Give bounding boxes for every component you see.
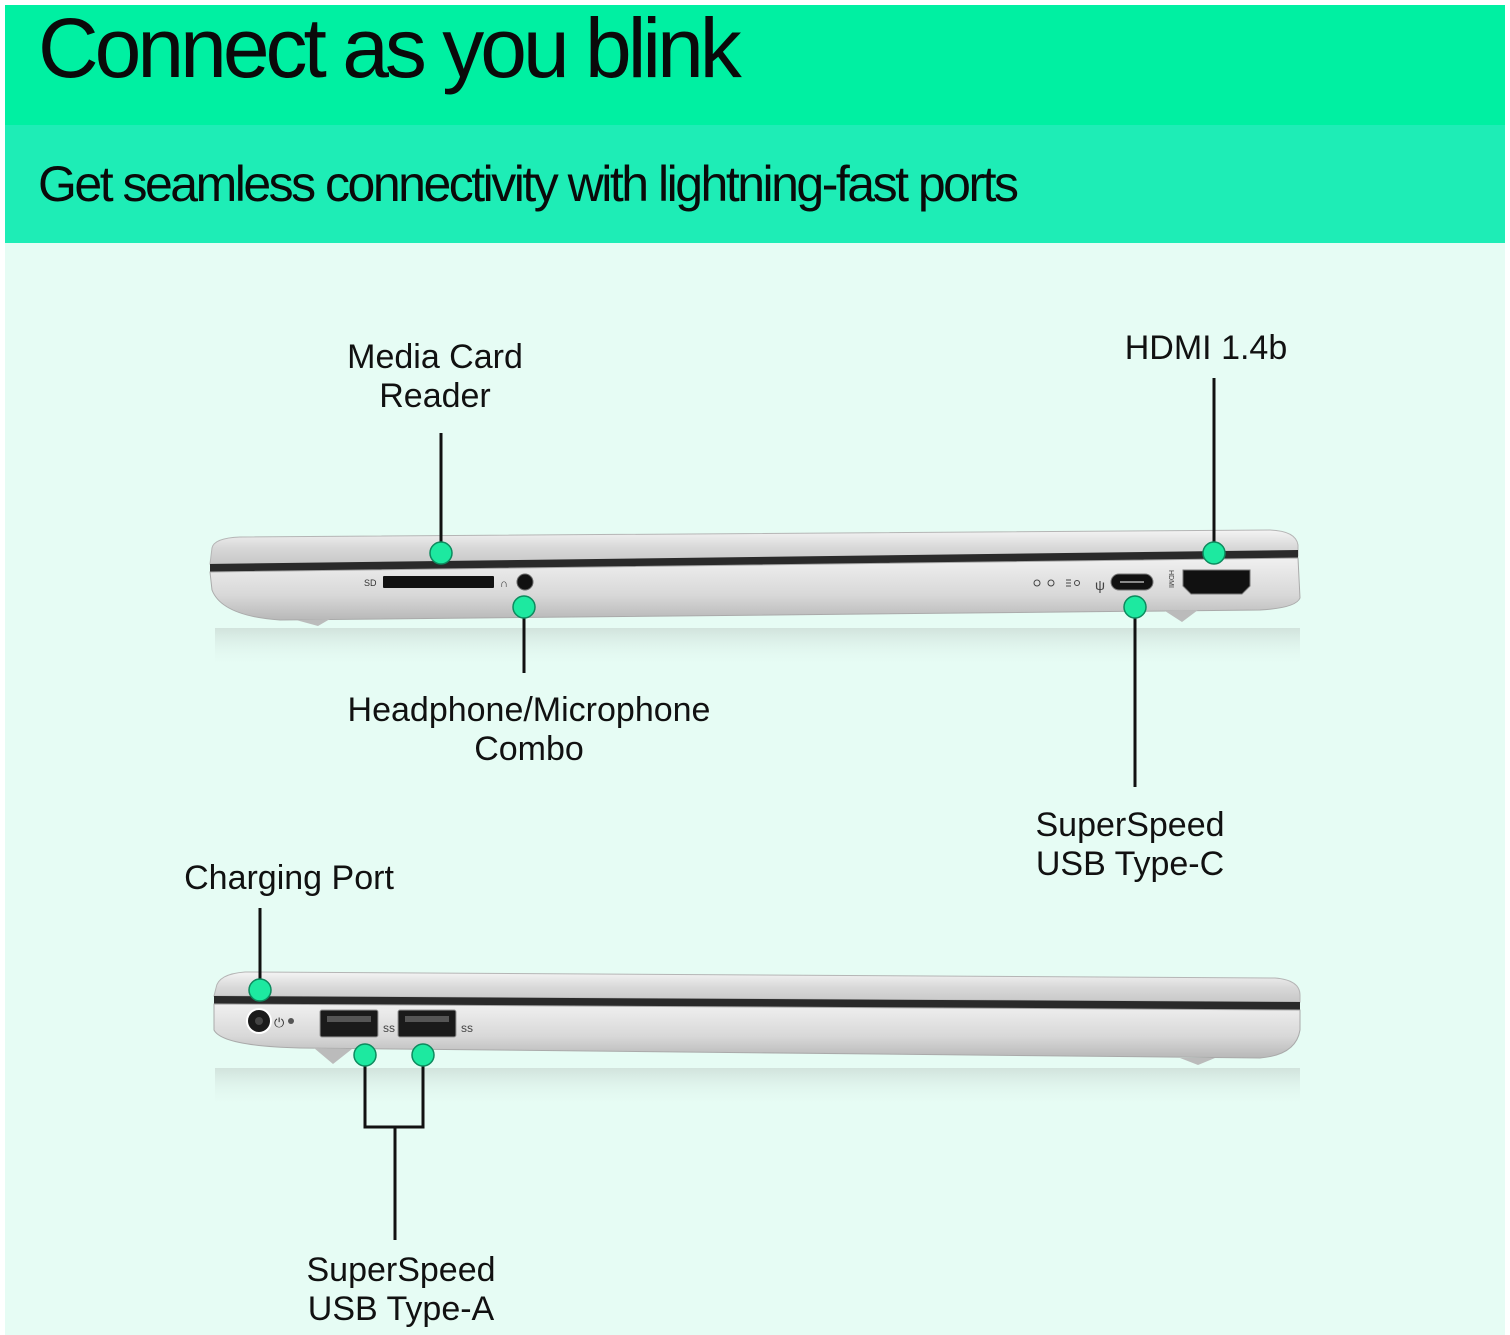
usb-a-port-2 — [397, 1009, 457, 1038]
usb-icon: ψ — [1095, 577, 1105, 593]
usb-a-label: SuperSpeed USB Type-A — [306, 1251, 496, 1328]
media-card-dot — [429, 541, 453, 565]
headphone-icon: ∩ — [500, 578, 508, 590]
superspeed-icon: ss — [461, 1021, 473, 1035]
usb-a-dot-1 — [353, 1043, 377, 1067]
superspeed-icon: ss — [383, 1021, 395, 1035]
charge-led — [288, 1018, 294, 1024]
usb-c-dot — [1123, 595, 1147, 619]
sd-label: SD — [364, 578, 377, 588]
hdmi-port — [1182, 569, 1251, 595]
charging-dot — [248, 978, 272, 1002]
subheader-band — [5, 125, 1505, 243]
page-subtitle: Get seamless connectivity with lightning… — [38, 156, 1019, 212]
charging-port-label: Charging Port — [184, 859, 394, 897]
laptop-left-side: ⏻ ss ss — [213, 971, 1301, 1108]
power-plug-icon: ⏻ — [274, 1015, 284, 1030]
header-band — [5, 5, 1505, 125]
hdmi-dot — [1202, 541, 1226, 565]
usb-a-port-1 — [319, 1009, 379, 1038]
headphone-dot — [512, 595, 536, 619]
usb-c-label: SuperSpeed USB Type-C — [1035, 806, 1225, 883]
headphone-jack — [516, 573, 534, 591]
page-title: Connect as you blink — [38, 1, 742, 95]
headphone-mic-label: Headphone/Microphone Combo — [347, 691, 711, 768]
media-card-reader-label: Media Card Reader — [347, 338, 523, 415]
hdmi-mark: HDMI — [1167, 570, 1174, 588]
callout-dots — [248, 541, 1226, 1067]
status-led-icons — [1033, 579, 1080, 587]
hdmi-label: HDMI 1.4b — [1124, 329, 1288, 367]
usb-a-dot-2 — [411, 1043, 435, 1067]
sd-card-slot — [383, 576, 494, 588]
laptop-right-side: SD ∩ ψ HDMI — [209, 529, 1301, 668]
